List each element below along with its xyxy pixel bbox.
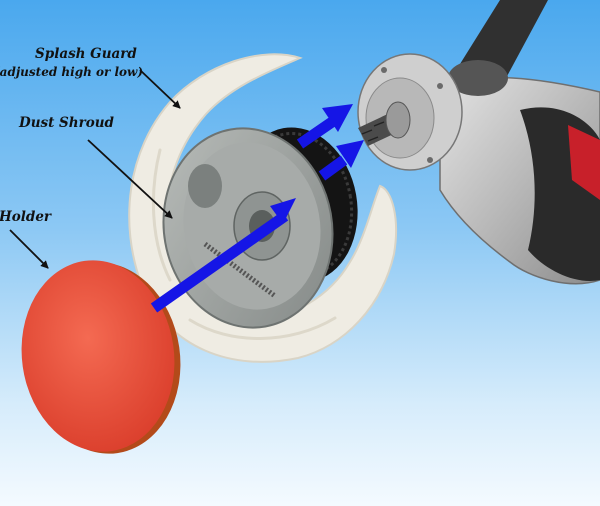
angle-grinder	[357, 0, 600, 285]
shroud-scale-marking	[203, 241, 277, 299]
leader-dust-shroud	[87, 139, 173, 219]
label-holder: Holder	[0, 209, 52, 225]
shroud-port	[188, 164, 222, 208]
arrow-head-lower	[336, 140, 364, 168]
spindle-thread	[361, 121, 385, 142]
side-handle	[455, 0, 548, 80]
grinder-red-trim	[568, 125, 600, 200]
gear-bolt-2	[437, 83, 443, 89]
label-dust-shroud: Dust Shroud	[19, 115, 114, 131]
leader-splash-guard	[139, 69, 181, 109]
pad-holder	[21, 260, 181, 454]
leader-holder	[9, 229, 49, 269]
arrow-pad-to-shroud	[150, 211, 289, 313]
arrow-guard-to-grinder-upper	[296, 117, 336, 149]
arrow-head-upper	[322, 104, 353, 132]
arrow-guard-to-grinder-lower	[318, 155, 348, 181]
label-splash-guard-note: (adjusted high or low)	[0, 65, 144, 79]
splash-guard-texture	[151, 148, 337, 340]
arrow-head-pad	[270, 198, 296, 224]
gear-bolt-3	[427, 157, 433, 163]
assembly-arrows	[150, 104, 364, 313]
label-leaders	[9, 69, 181, 269]
gear-bolt-1	[381, 67, 387, 73]
spindle-flange	[385, 101, 411, 139]
label-splash-guard: Splash Guard	[35, 46, 137, 62]
pad-holder-face	[21, 260, 175, 452]
side-handle-collar	[448, 60, 508, 96]
